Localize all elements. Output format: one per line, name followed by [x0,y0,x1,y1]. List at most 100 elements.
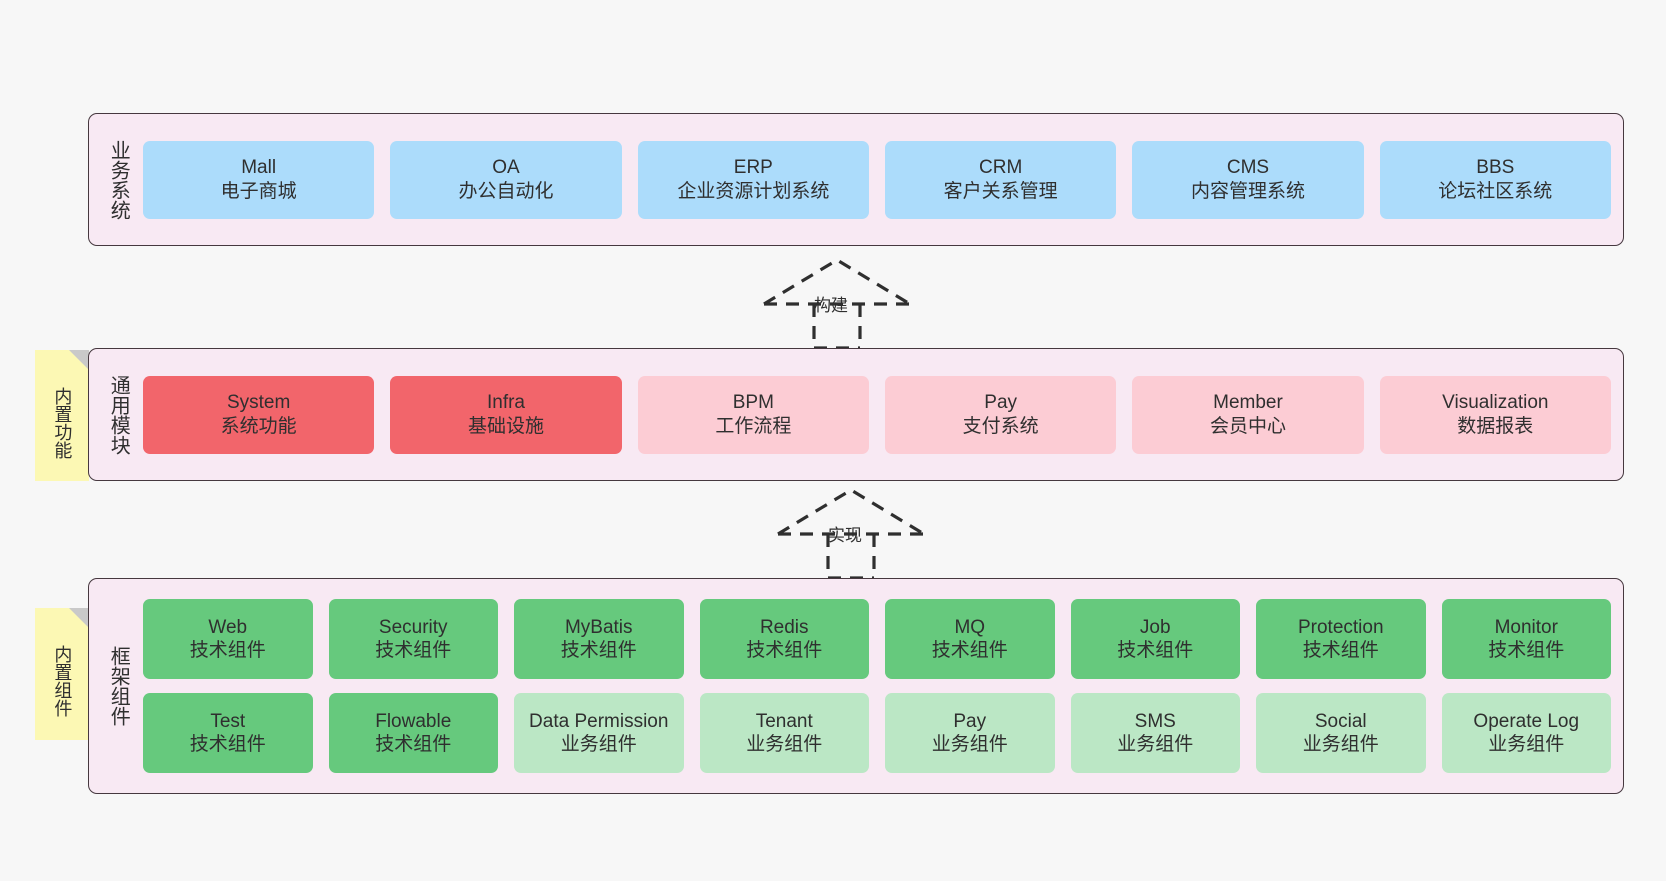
module-card-pay[interactable]: Pay 支付系统 [884,375,1117,454]
module-desc: 技术组件 [1302,640,1379,661]
module-name: MQ [954,616,986,638]
module-card-mybatis[interactable]: MyBatis 技术组件 [514,599,684,679]
module-row: Mall 电子商城 OA 办公自动化 ERP 企业资源计划系统 CRM 客户关系… [143,140,1611,219]
sticky-note-builtin-features: 内置功能 [35,350,89,481]
module-desc: 业务组件 [560,734,637,755]
module-name: Redis [759,616,809,638]
module-desc: 技术组件 [375,640,452,661]
layer-title: 框架组件 [107,646,130,726]
module-name: Operate Log [1473,710,1580,732]
module-card-system[interactable]: System 系统功能 [143,375,375,454]
module-card-sms[interactable]: SMS 业务组件 [1070,693,1240,773]
connector-impl: 实现 [756,478,946,580]
module-card-data-permission[interactable]: Data Permission 业务组件 [514,693,684,773]
module-name: Monitor [1494,616,1558,638]
module-desc: 技术组件 [189,734,266,755]
module-card-redis[interactable]: Redis 技术组件 [699,599,869,679]
module-card-member[interactable]: Member 会员中心 [1132,375,1364,454]
layer-title: 通用模块 [107,374,130,455]
module-desc: 客户关系管理 [943,180,1058,202]
module-card-job[interactable]: Job 技术组件 [1070,599,1240,679]
module-desc: 论坛社区系统 [1438,180,1553,202]
module-name: Test [210,710,246,732]
module-desc: 支付系统 [962,415,1039,437]
module-name: ERP [733,157,773,179]
layer-body: System 系统功能 Infra 基础设施 BPM 工作流程 Pay 支付系统… [135,359,1611,470]
layer-business-systems: 业务系统 Mall 电子商城 OA 办公自动化 ERP 企业资源计划系统 CRM… [88,113,1624,246]
module-name: CRM [979,157,1023,179]
module-card-mall[interactable]: Mall 电子商城 [143,140,375,219]
module-name: Infra [486,392,525,414]
module-desc: 数据报表 [1457,415,1534,437]
module-card-monitor[interactable]: Monitor 技术组件 [1441,599,1611,679]
module-row: System 系统功能 Infra 基础设施 BPM 工作流程 Pay 支付系统… [143,375,1611,454]
module-desc: 电子商城 [220,180,297,202]
module-card-flowable[interactable]: Flowable 技术组件 [328,693,498,773]
module-name: Data Permission [529,710,669,732]
module-card-cms[interactable]: CMS 内容管理系统 [1132,140,1364,219]
module-name: BBS [1476,157,1515,179]
sticky-note-label: 内置组件 [52,645,73,717]
module-desc: 业务组件 [1302,734,1379,755]
module-name: Social [1314,710,1367,732]
module-desc: 技术组件 [375,734,452,755]
module-name: Protection [1297,616,1384,638]
module-desc: 业务组件 [746,734,823,755]
module-desc: 工作流程 [715,415,792,437]
layer-title: 业务系统 [107,139,130,220]
module-desc: 技术组件 [1117,640,1194,661]
module-card-crm[interactable]: CRM 客户关系管理 [884,140,1117,219]
module-name: Member [1213,392,1283,414]
connector-build-label: 构建 [814,296,848,315]
module-card-infra[interactable]: Infra 基础设施 [390,375,622,454]
module-card-test[interactable]: Test 技术组件 [143,693,313,773]
module-desc: 系统功能 [220,415,297,437]
module-row: Web 技术组件 Security 技术组件 MyBatis 技术组件 Redi… [143,599,1611,679]
module-name: CMS [1226,157,1270,179]
module-name: Job [1139,616,1171,638]
module-card-operate-log[interactable]: Operate Log 业务组件 [1441,693,1611,773]
module-name: Pay [953,710,987,732]
module-card-erp[interactable]: ERP 企业资源计划系统 [637,140,869,219]
module-name: System [226,392,291,414]
module-name: Pay [984,392,1018,414]
module-desc: 业务组件 [1117,734,1194,755]
module-row: Test 技术组件 Flowable 技术组件 Data Permission … [143,693,1611,773]
module-card-visualization[interactable]: Visualization 数据报表 [1379,375,1611,454]
module-desc: 企业资源计划系统 [677,180,830,202]
module-card-bpm[interactable]: BPM 工作流程 [637,375,869,454]
module-name: MyBatis [564,616,633,638]
module-card-bbs[interactable]: BBS 论坛社区系统 [1379,140,1611,219]
module-card-social[interactable]: Social 业务组件 [1256,693,1426,773]
layer-common-modules: 通用模块 System 系统功能 Infra 基础设施 BPM 工作流程 Pay… [88,348,1624,481]
module-desc: 办公自动化 [458,180,554,202]
module-card-web[interactable]: Web 技术组件 [143,599,313,679]
folded-corner-icon [69,350,89,370]
connector-build: 构建 [742,248,932,350]
module-card-pay-business[interactable]: Pay 业务组件 [885,693,1055,773]
module-desc: 技术组件 [1488,640,1565,661]
module-card-protection[interactable]: Protection 技术组件 [1256,599,1426,679]
module-desc: 技术组件 [931,640,1008,661]
module-desc: 业务组件 [931,734,1008,755]
module-desc: 基础设施 [467,415,544,437]
module-name: Flowable [375,710,452,732]
module-desc: 内容管理系统 [1190,180,1305,202]
module-card-mq[interactable]: MQ 技术组件 [885,599,1055,679]
module-desc: 技术组件 [560,640,637,661]
connector-impl-label: 实现 [828,526,862,545]
module-card-oa[interactable]: OA 办公自动化 [390,140,622,219]
module-name: OA [492,157,520,179]
module-desc: 会员中心 [1209,415,1286,437]
module-name: SMS [1134,710,1176,732]
sticky-note-label: 内置功能 [52,386,73,459]
module-card-tenant[interactable]: Tenant 业务组件 [699,693,869,773]
module-desc: 技术组件 [746,640,823,661]
sticky-note-builtin-components: 内置组件 [35,608,89,740]
module-name: Security [378,616,448,638]
module-name: Mall [241,157,277,179]
folded-corner-icon [69,608,89,628]
module-card-security[interactable]: Security 技术组件 [328,599,498,679]
layer-framework-components: 框架组件 Web 技术组件 Security 技术组件 MyBatis 技术组件… [88,578,1624,794]
